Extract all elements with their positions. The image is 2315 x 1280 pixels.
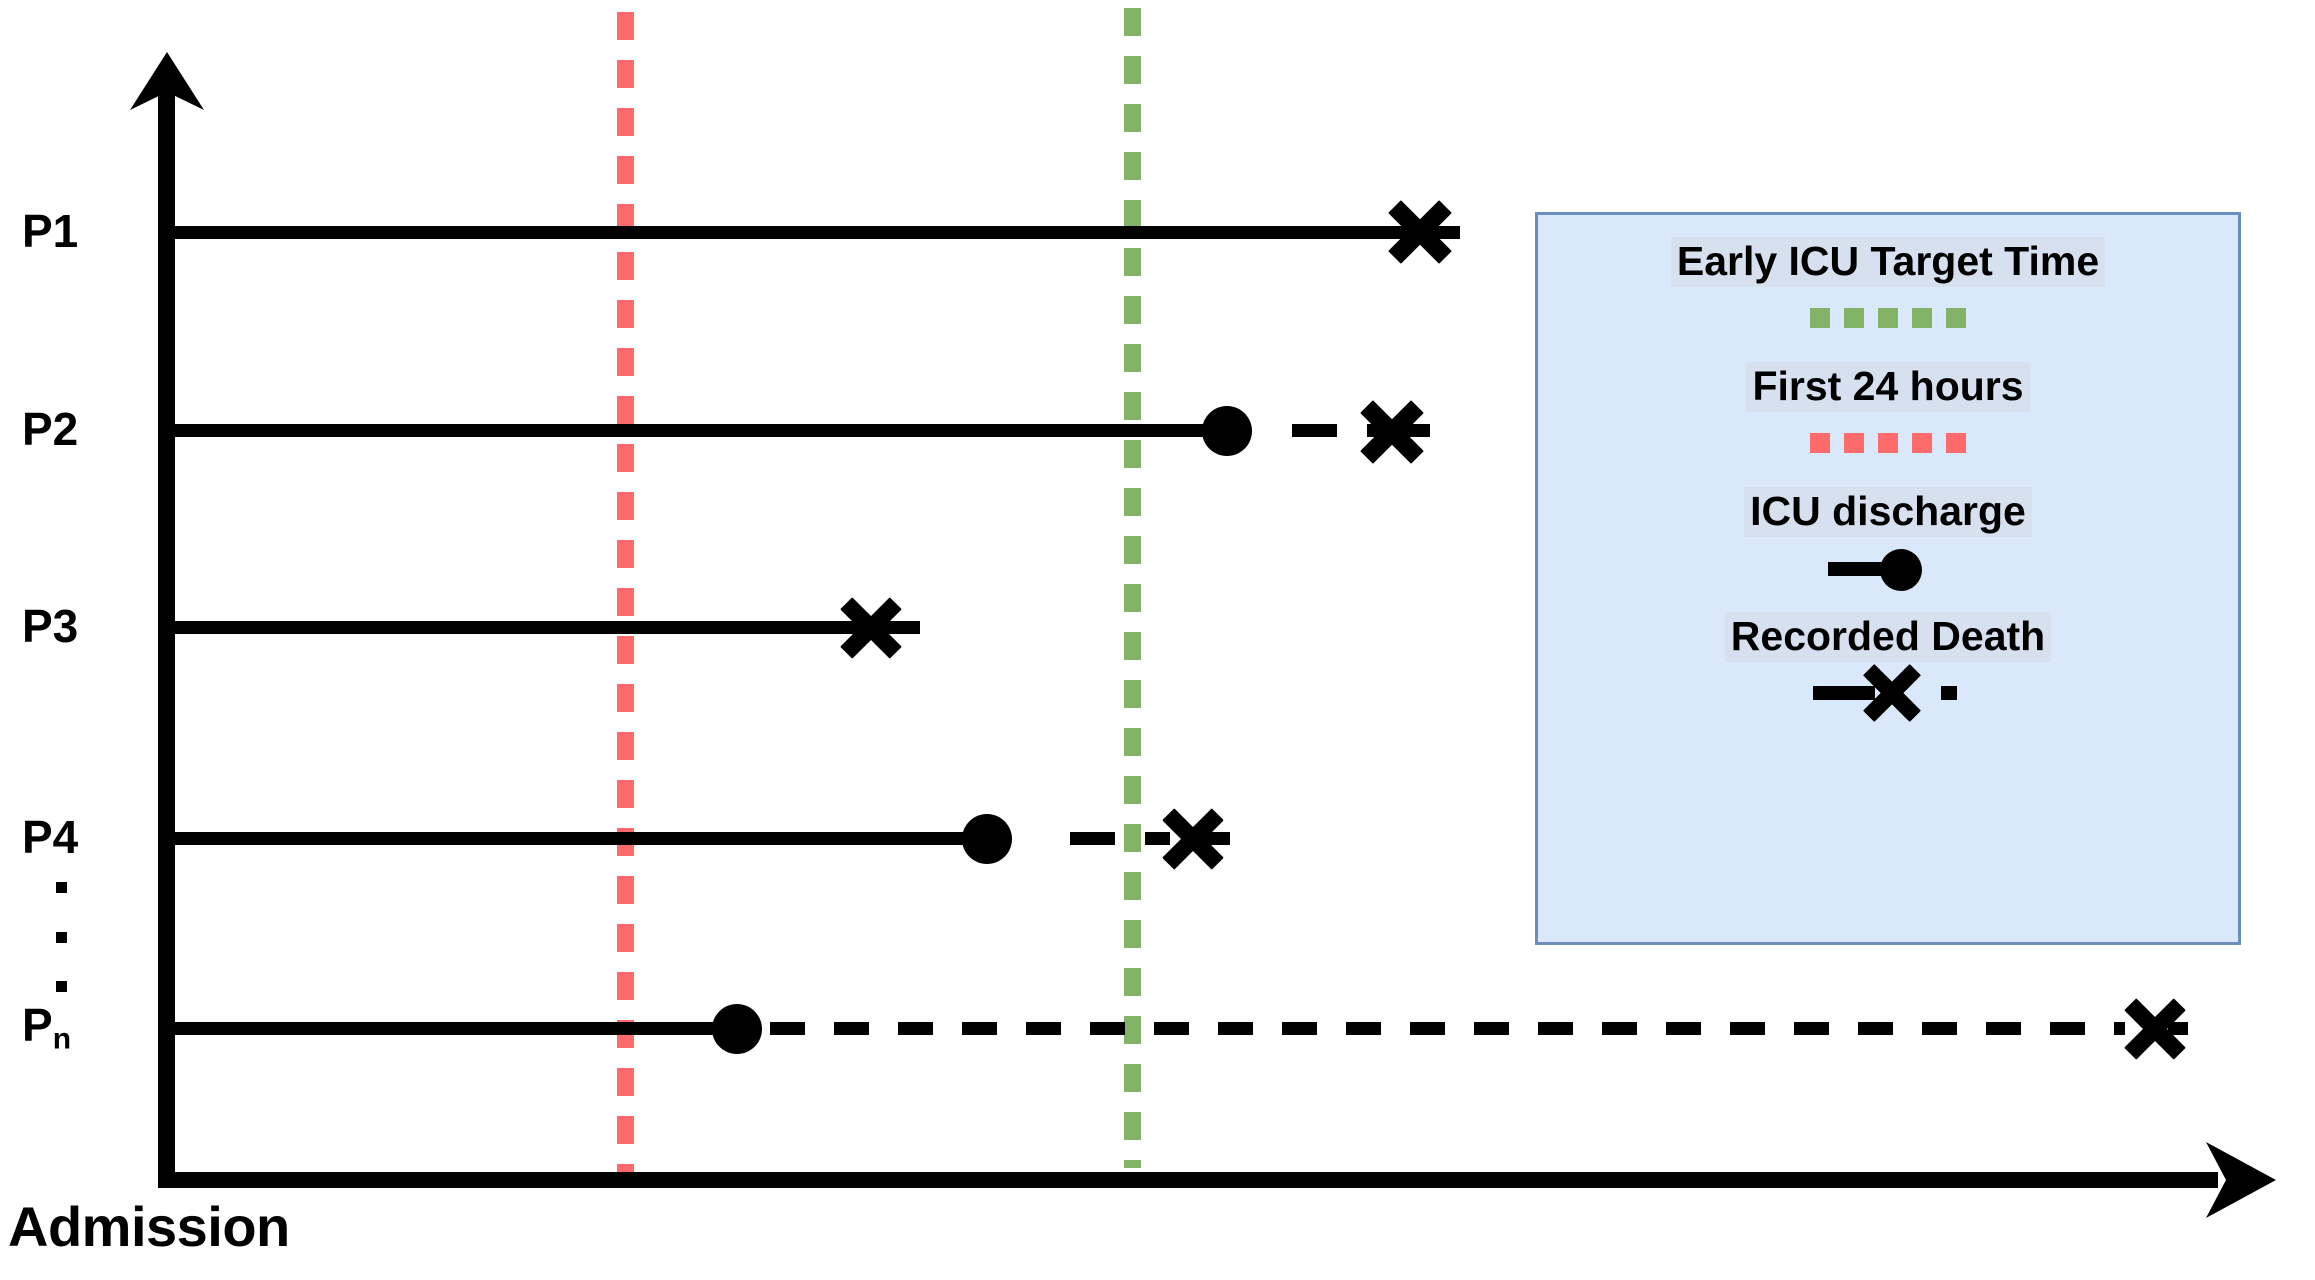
line-with-x-cross-icon (1813, 662, 1963, 724)
row-label-p3-text: P3 (22, 600, 79, 652)
row-label-p2-text: P2 (22, 403, 79, 455)
x-cross-icon (1861, 662, 1923, 724)
y-axis-line (158, 92, 175, 1188)
legend-swatch-first-24-hours (1810, 412, 1966, 474)
row-label-p1: P1 (22, 208, 78, 254)
timeline-p4 (158, 832, 1010, 845)
legend-swatch-recorded-death (1813, 662, 1963, 724)
timeline-p2-post-discharge (1292, 424, 1390, 437)
line-with-filled-circle-icon (1828, 545, 1948, 591)
row-label-pn: Pn (22, 1002, 71, 1055)
x-axis-title: Admission (8, 1195, 290, 1258)
timeline-pn-tail (2168, 1022, 2188, 1035)
early-icu-target-time-reference-line (1124, 8, 1141, 1168)
legend-swatch-icu-discharge (1828, 537, 1948, 599)
x-axis-line (158, 1172, 2218, 1188)
timeline-p3 (158, 621, 920, 634)
timeline-pn-post-discharge (770, 1022, 2125, 1035)
timeline-p2 (158, 424, 1235, 437)
death-marker-p4 (1160, 806, 1226, 872)
icu-discharge-marker-p2 (1202, 406, 1252, 456)
y-axis-arrow-icon (130, 52, 204, 110)
death-marker-p3 (838, 595, 904, 661)
timeline-p1 (158, 226, 1460, 239)
row-label-pn-base: P (22, 999, 53, 1051)
ellipsis-dot (55, 882, 67, 893)
death-marker-p1 (1386, 198, 1454, 266)
row-label-p3: P3 (22, 603, 78, 649)
first-24-hours-reference-line (617, 12, 634, 1187)
row-label-p4: P4 (22, 814, 78, 860)
legend-label-first-24-hours: First 24 hours (1746, 361, 2030, 412)
death-marker-pn (2122, 996, 2188, 1062)
row-label-p1-text: P1 (22, 205, 79, 257)
timeline-p4-post-discharge (1070, 832, 1170, 845)
icu-discharge-marker-pn (712, 1004, 762, 1054)
ellipsis-dot (55, 931, 67, 943)
legend-label-icu-discharge: ICU discharge (1744, 486, 2032, 537)
row-ellipsis (55, 882, 67, 992)
x-axis-arrow-icon (2206, 1142, 2276, 1218)
row-label-pn-subscript: n (52, 1022, 72, 1056)
timeline-pn (158, 1022, 760, 1035)
row-label-p4-text: P4 (22, 811, 79, 863)
legend-label-recorded-death: Recorded Death (1724, 611, 2052, 662)
row-label-p2: P2 (22, 406, 78, 452)
legend-swatch-early-icu-target-time (1810, 287, 1966, 349)
red-dotted-line-icon (1810, 432, 1966, 453)
legend-box: Early ICU Target Time First 24 hours ICU… (1535, 212, 2241, 945)
death-marker-p2 (1358, 398, 1426, 466)
ellipsis-dot (55, 981, 67, 992)
green-dotted-line-icon (1810, 307, 1966, 328)
icu-discharge-marker-p4 (962, 814, 1012, 864)
legend-label-early-icu-target-time: Early ICU Target Time (1670, 237, 2106, 287)
